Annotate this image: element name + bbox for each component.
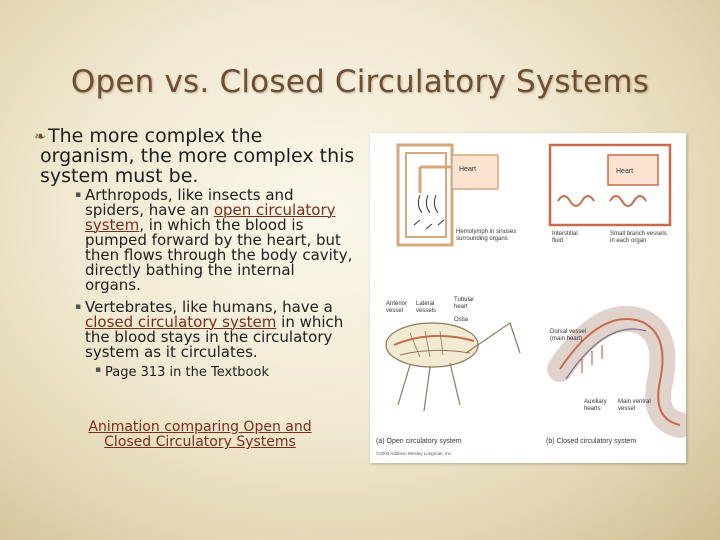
sub1-text-after: , in which the blood is pumped forward b… <box>85 216 353 294</box>
earthworm-illustration: Dorsal vessel (main heart) Auxiliary hea… <box>547 306 686 438</box>
caption-open: (a) Open circulatory system <box>376 438 462 445</box>
open-circulatory-link[interactable]: open circulatory system <box>85 201 336 234</box>
main-ventral-label: Main ventral vessel <box>618 399 652 412</box>
interstitial-label: Interstitial fluid <box>552 231 579 244</box>
sub2-text-after: in which the blood stays in the circulat… <box>85 313 344 361</box>
open-loop-outer <box>396 143 454 247</box>
heart-label-right: Heart <box>616 168 633 175</box>
slide-title: Open vs. Closed Circulatory Systems <box>70 64 650 100</box>
anterior-vessel-label: Anterior vessel <box>386 301 409 314</box>
auxiliary-hearts-label: Auxiliary hearts <box>584 399 608 412</box>
open-system-schematic: Heart Hemolymph in sinuses surrounding o… <box>396 143 518 247</box>
sub-bullet-arthropods: ▪ Arthropods, like insects and spiders, … <box>75 186 355 294</box>
sub-bullet-vertebrates: ▪ Vertebrates, like humans, have a close… <box>75 298 355 361</box>
figure-copyright: ©2003 Addison Wesley Longman, Inc. <box>376 450 452 456</box>
textbook-reference: ▪ Page 313 in the Textbook <box>95 365 269 380</box>
fleuron-bullet-icon: ❧ <box>34 129 46 145</box>
closed-circulatory-link[interactable]: closed circulatory system <box>85 313 277 331</box>
square-bullet-icon: ▪ <box>75 302 82 312</box>
closed-heart-box <box>607 154 659 186</box>
sub1-text-before: Arthropods, like insects and spiders, ha… <box>85 186 294 219</box>
lateral-vessels-label: Lateral vessels <box>416 301 436 314</box>
main-bullet: ❧ The more complex the organism, the mor… <box>34 125 360 187</box>
animation-link[interactable]: Animation comparing Open and Closed Circ… <box>88 419 312 450</box>
tubular-heart-label: Tubular heart <box>454 297 476 310</box>
sub2-text-before: Vertebrates, like humans, have a <box>85 298 333 316</box>
open-heart-box <box>451 154 499 190</box>
ostia-label: Ostia <box>454 317 469 323</box>
main-bullet-text: The more complex the organism, the more … <box>40 125 355 187</box>
small-branch-label: Small branch vessels in each organ <box>610 231 668 244</box>
square-bullet-icon: ▪ <box>95 365 102 375</box>
closed-loop-outer <box>548 143 672 227</box>
hemolymph-label: Hemolymph in sinuses surrounding organs <box>456 229 518 242</box>
circulatory-diagram: Heart Hemolymph in sinuses surrounding o… <box>376 143 686 456</box>
square-bullet-icon: ▪ <box>75 190 82 200</box>
caption-closed: (b) Closed circulatory system <box>546 438 636 445</box>
circulatory-figure: Heart Hemolymph in sinuses surrounding o… <box>370 133 686 463</box>
dorsal-vessel-label: Dorsal vessel (main heart) <box>550 329 588 342</box>
heart-label-left: Heart <box>459 166 476 173</box>
textbook-reference-text: Page 313 in the Textbook <box>105 365 269 380</box>
grasshopper-illustration: Anterior vessel Lateral vessels Tubular … <box>385 297 521 412</box>
closed-system-schematic: Heart Interstitial fluid Small branch ve… <box>548 143 672 244</box>
